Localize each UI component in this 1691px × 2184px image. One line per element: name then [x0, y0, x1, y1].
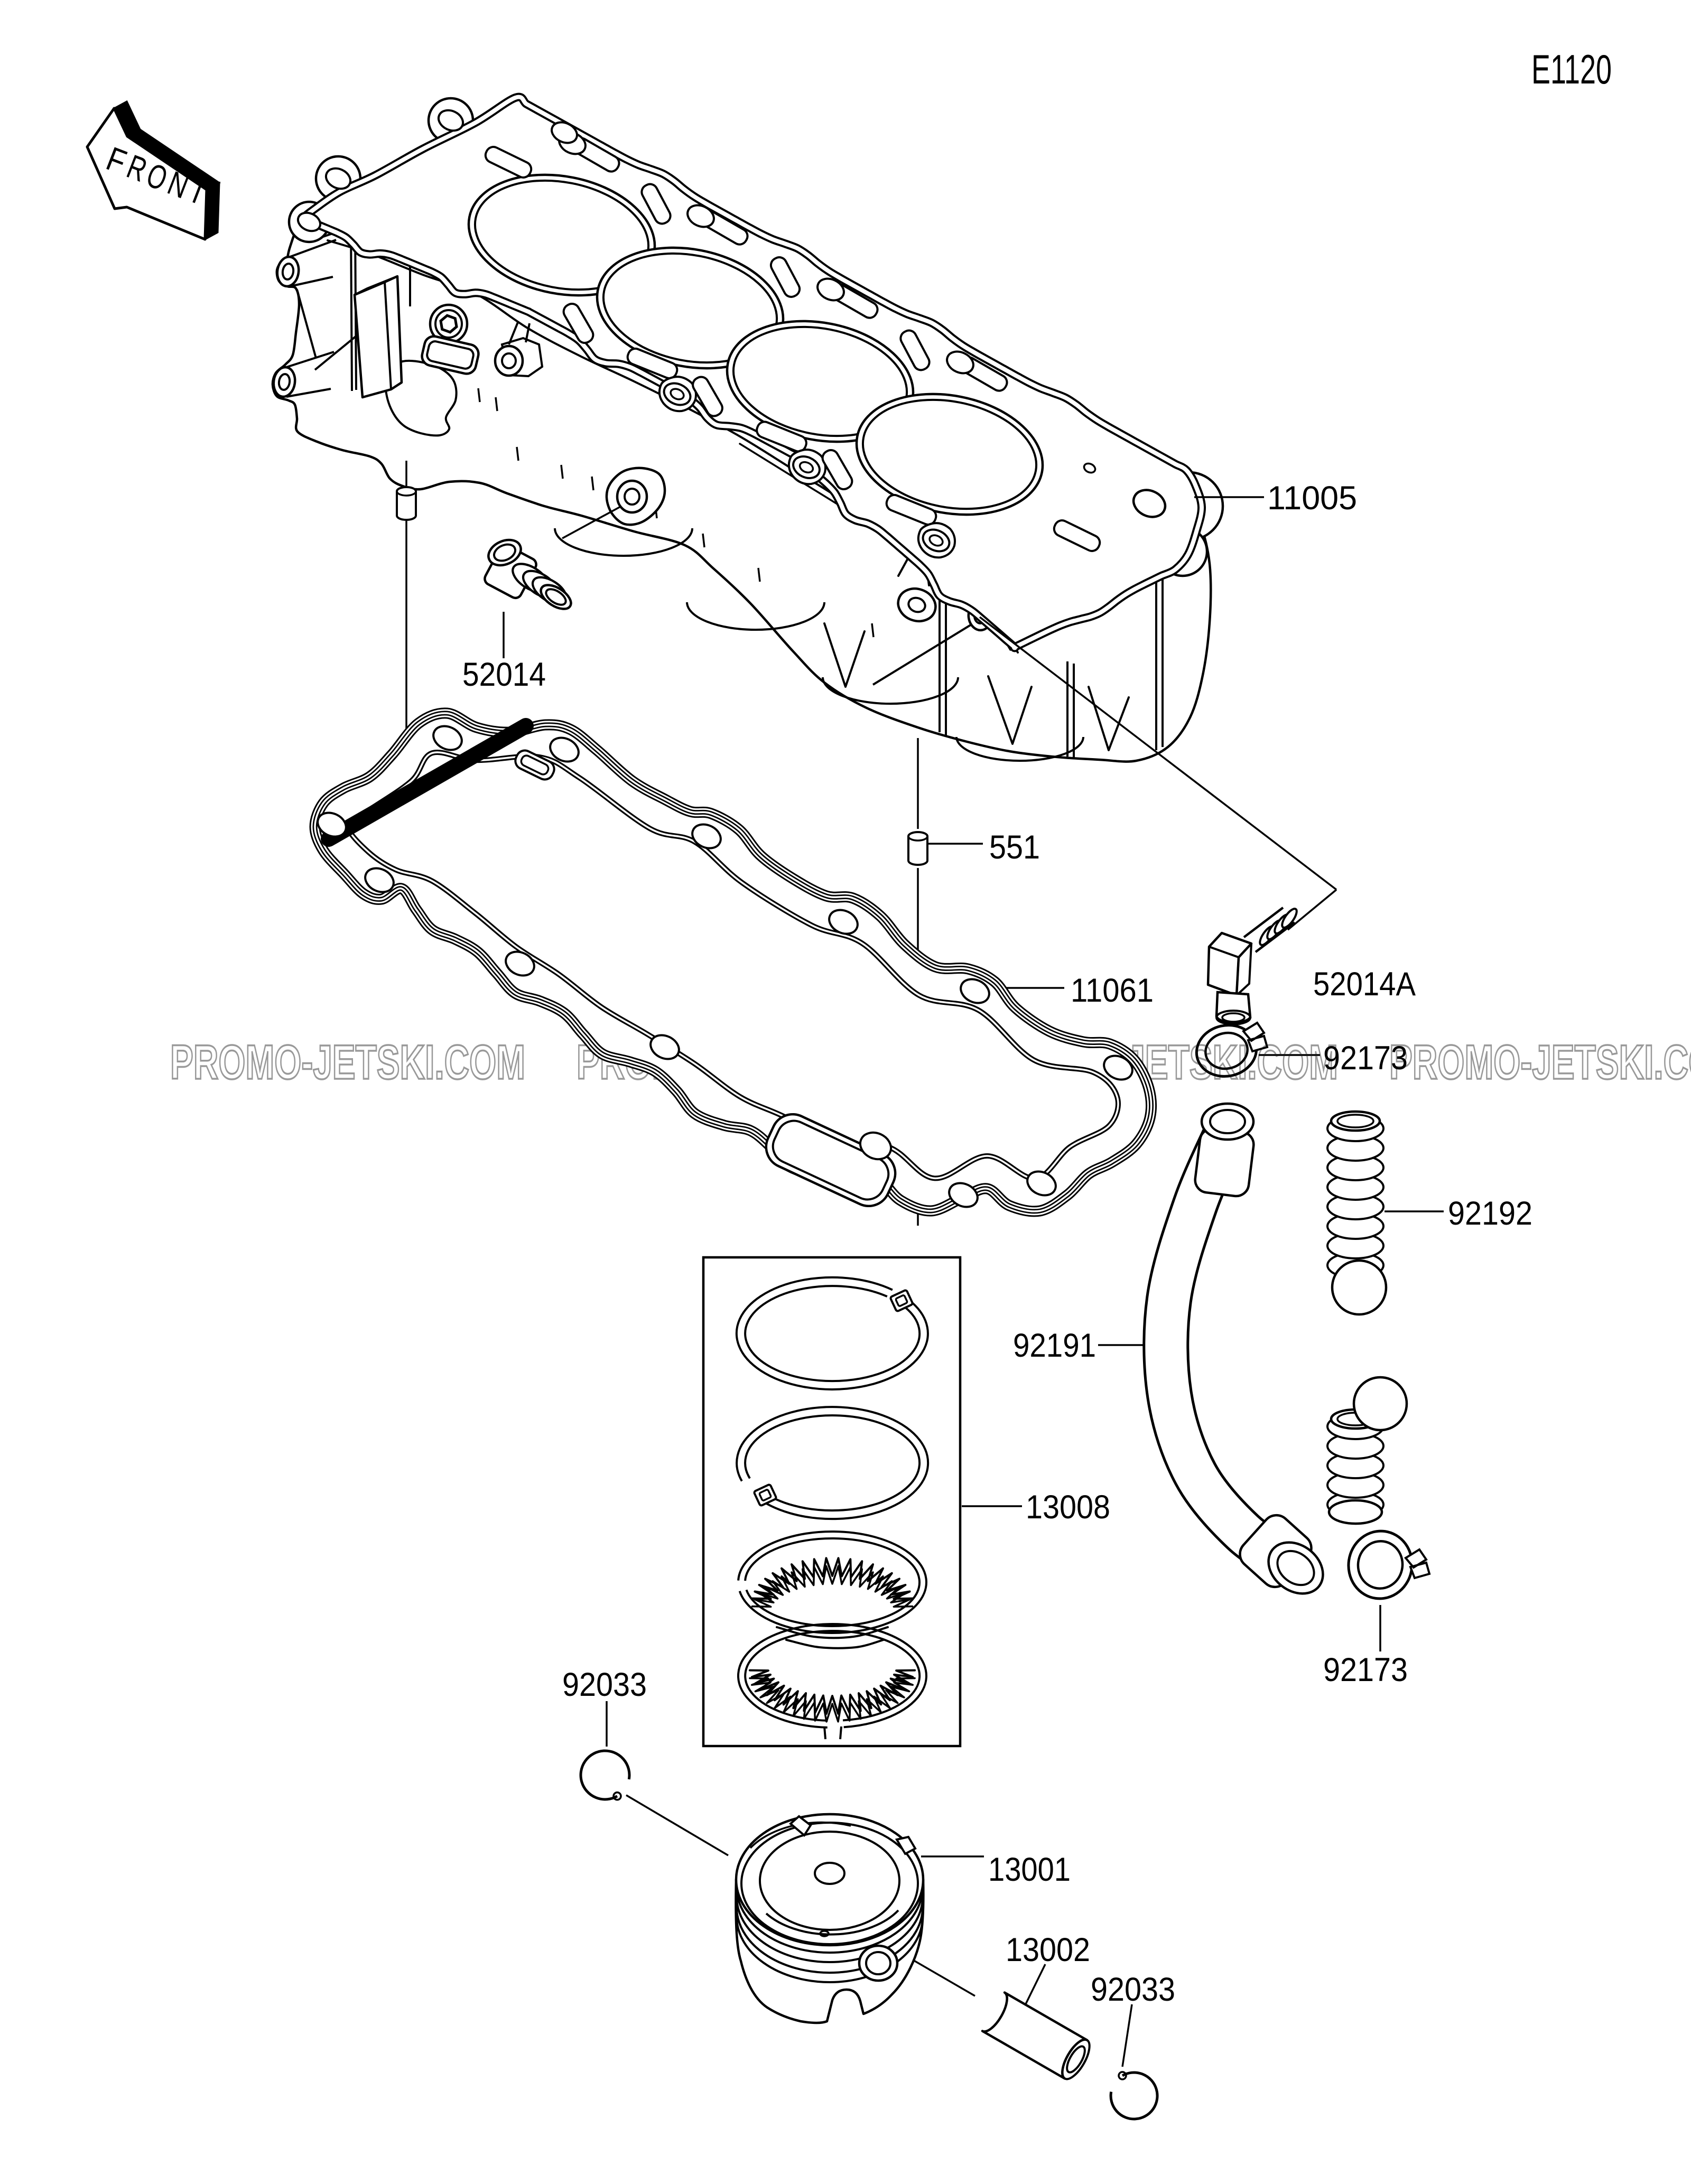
svg-text:92173: 92173 — [1323, 1040, 1408, 1077]
svg-text:92192: 92192 — [1448, 1195, 1532, 1232]
svg-text:92033: 92033 — [562, 1666, 647, 1703]
svg-text:52014A: 52014A — [1313, 966, 1416, 1003]
svg-text:52014: 52014 — [462, 656, 546, 693]
svg-text:E1120: E1120 — [1531, 46, 1612, 92]
svg-text:92191: 92191 — [1013, 1327, 1096, 1364]
svg-text:551: 551 — [989, 829, 1040, 866]
svg-text:PROMO-JETSKI.COM: PROMO-JETSKI.COM — [1389, 1035, 1691, 1089]
svg-text:11005: 11005 — [1267, 480, 1357, 517]
svg-text:13001: 13001 — [988, 1851, 1071, 1888]
svg-text:13002: 13002 — [1006, 1931, 1090, 1968]
svg-text:13008: 13008 — [1026, 1489, 1110, 1526]
svg-text:92173: 92173 — [1323, 1651, 1408, 1688]
svg-text:92033: 92033 — [1091, 1971, 1175, 2008]
svg-text:PROMO-JETSKI.COM: PROMO-JETSKI.COM — [170, 1035, 525, 1089]
svg-text:11061: 11061 — [1071, 972, 1154, 1009]
